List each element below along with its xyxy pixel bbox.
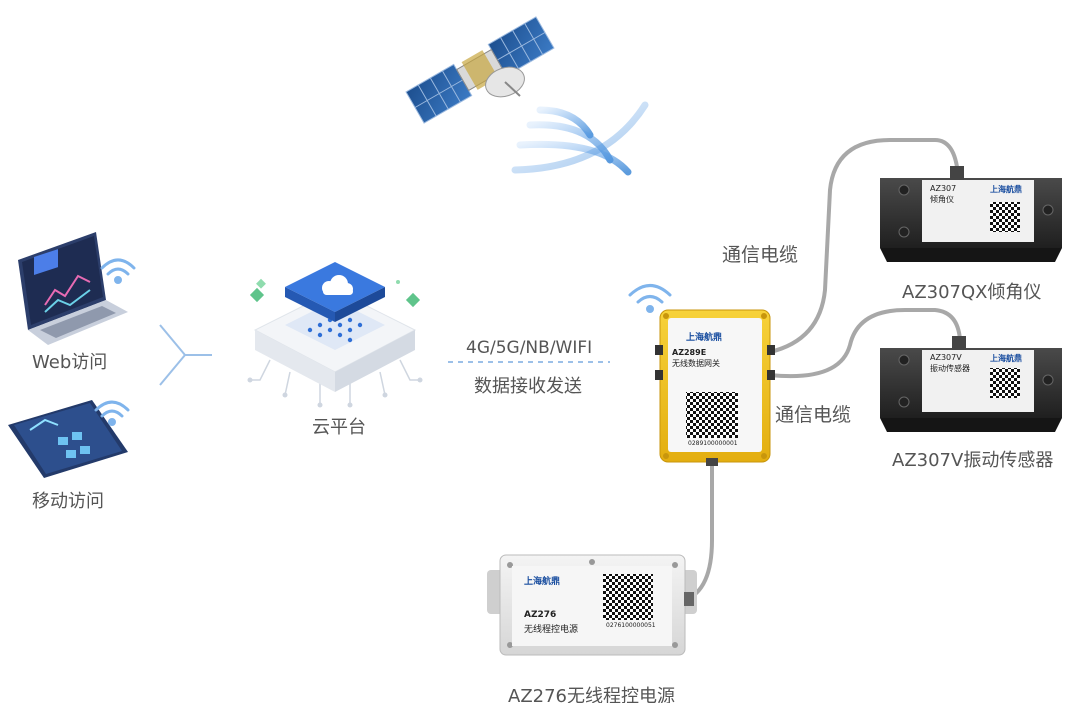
gateway-model: AZ289E — [672, 348, 707, 357]
phone-icon — [8, 400, 128, 478]
gateway-serial: 0289100000001 — [688, 440, 738, 447]
cloud-platform-label: 云平台 — [312, 417, 366, 438]
power-supply-device — [487, 554, 697, 656]
inclinometer-model: AZ307 — [930, 184, 957, 193]
inclinometer-label: AZ307QX倾角仪 — [902, 282, 1042, 303]
power-serial: 0276100000051 — [606, 622, 656, 629]
data-transceive-label: 数据接收发送 — [474, 376, 582, 397]
vibration-brand: 上海航鼎 — [990, 354, 1022, 363]
vibration-sensor-label: AZ307V振动传感器 — [892, 450, 1054, 471]
web-access-label: Web访问 — [32, 352, 108, 373]
power-brand: 上海航鼎 — [524, 577, 561, 587]
network-protocol-label: 4G/5G/NB/WIFI — [466, 338, 593, 358]
power-model: AZ276 — [524, 610, 557, 620]
satellite-icon — [405, 16, 555, 124]
inclinometer-device — [880, 166, 1062, 262]
vibration-model: AZ307V — [930, 353, 962, 362]
gateway-name: 无线数据网关 — [672, 359, 720, 368]
inclinometer-name: 倾角仪 — [930, 195, 954, 204]
phone-wifi-icon — [94, 400, 130, 426]
mobile-access-label: 移动访问 — [32, 491, 104, 512]
gateway-wifi-icon — [628, 284, 672, 313]
merge-connector-line — [159, 324, 212, 386]
cloud-platform-icon — [247, 262, 423, 408]
satellite-signal-icon — [511, 101, 649, 176]
cable-label-top: 通信电缆 — [722, 244, 799, 266]
cable-label-bottom: 通信电缆 — [775, 404, 852, 426]
power-name: 无线程控电源 — [524, 625, 579, 635]
gateway-device — [655, 309, 775, 466]
laptop-icon — [18, 232, 128, 345]
vibration-name: 振动传感器 — [930, 364, 970, 373]
laptop-wifi-icon — [100, 258, 136, 284]
inclinometer-brand: 上海航鼎 — [990, 185, 1022, 194]
gateway-brand: 上海航鼎 — [686, 333, 723, 343]
vibration-sensor-device — [880, 336, 1062, 432]
power-supply-label: AZ276无线程控电源 — [508, 686, 676, 703]
